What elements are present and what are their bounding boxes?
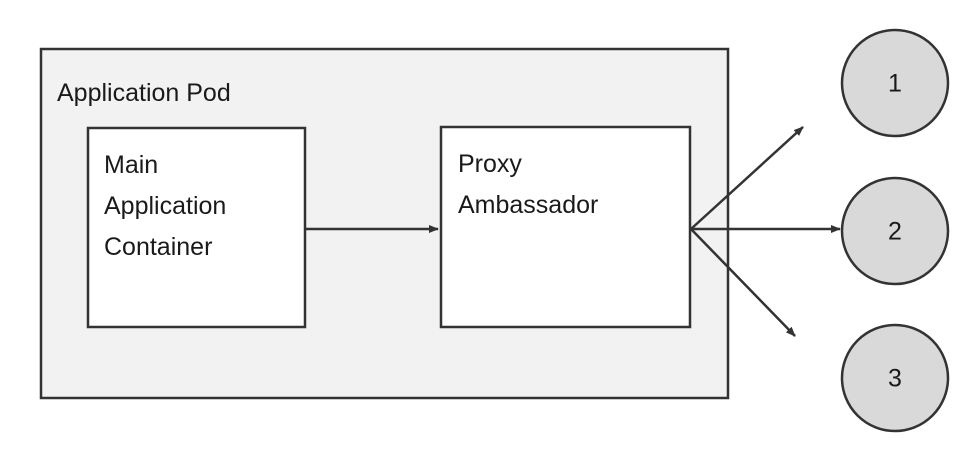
proxy-ambassador-container-line-1: Proxy [458, 150, 522, 178]
main-application-container-line-3: Container [104, 233, 212, 261]
node-3-label: 3 [888, 365, 902, 393]
node-1-label: 1 [888, 70, 902, 98]
main-application-container-line-1: Main [104, 151, 158, 179]
node-2[interactable] [840, 176, 950, 286]
edge-proxy-to-node-3 [690, 228, 796, 337]
proxy-ambassador-container-line-2: Ambassador [458, 191, 598, 219]
proxy-ambassador-container[interactable] [439, 125, 692, 329]
node-1[interactable] [840, 28, 950, 138]
node-2-label: 2 [888, 218, 902, 246]
application-pod-label: Application Pod [57, 79, 231, 107]
main-application-container[interactable] [86, 126, 307, 329]
edge-proxy-to-node-1 [690, 126, 804, 230]
node-3[interactable] [840, 323, 950, 433]
main-application-container-line-2: Application [104, 192, 226, 220]
